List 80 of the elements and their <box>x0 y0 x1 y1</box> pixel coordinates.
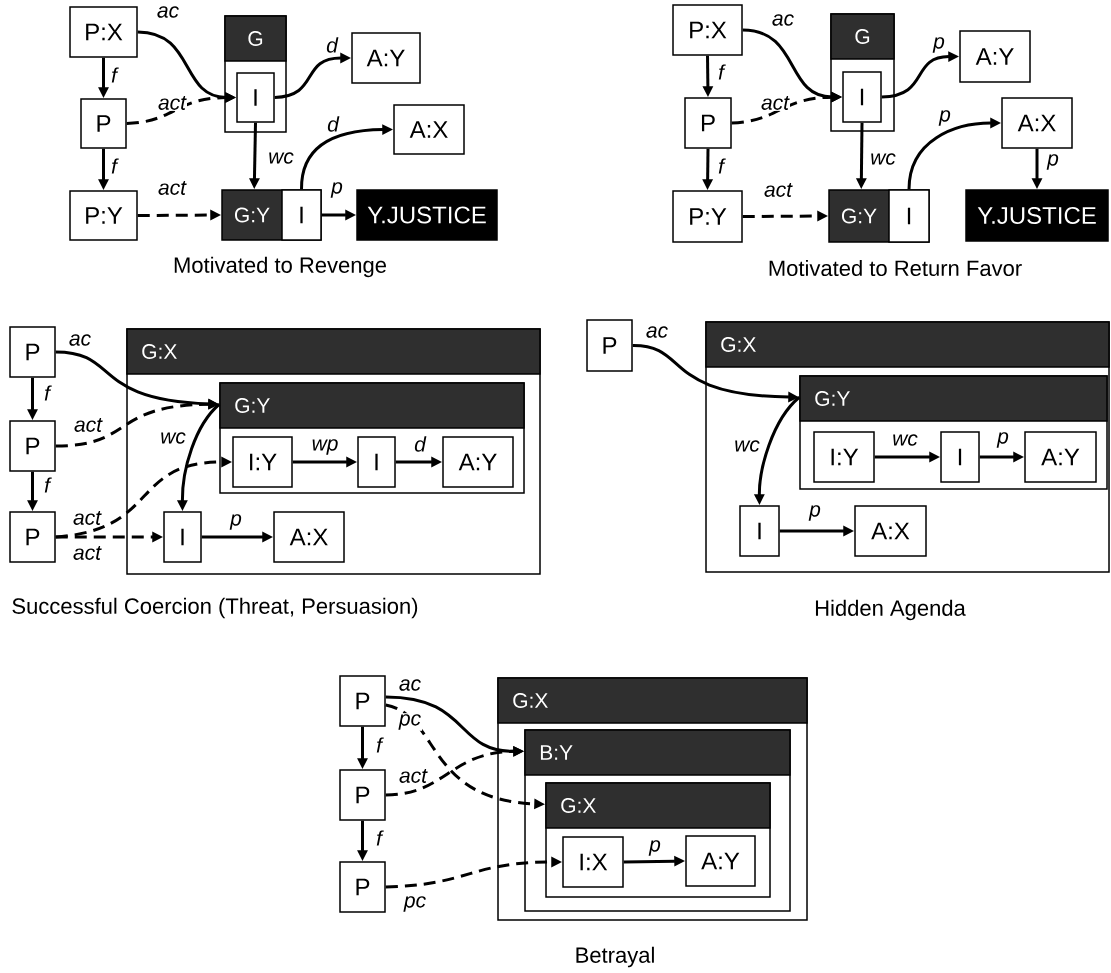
box: I <box>739 505 780 557</box>
edge-label: d <box>326 115 340 133</box>
edge-label: act <box>760 95 790 111</box>
edge-label: wc <box>733 439 761 453</box>
edge-label: f <box>717 157 726 175</box>
box: P <box>339 675 386 727</box>
edge-label: p <box>808 504 822 522</box>
edge-label: f <box>110 157 119 175</box>
box: I:X <box>562 836 624 888</box>
edge-label: p <box>648 839 662 857</box>
box: P:Y <box>672 190 743 243</box>
edge-label: wc <box>267 151 295 165</box>
box: P:X <box>672 4 743 56</box>
caption: Hidden Agenda <box>815 599 966 621</box>
edge-label: act <box>763 182 793 198</box>
box: P <box>9 326 56 378</box>
edge-label: f <box>43 384 52 402</box>
box: Y.JUSTICE <box>965 189 1109 242</box>
box: A:X <box>854 505 927 557</box>
edge-label: f <box>717 63 726 81</box>
edge-label: p <box>938 109 952 127</box>
edge-label: act <box>398 768 428 784</box>
caption: Betrayal <box>576 946 654 968</box>
caption: Successful Coercion (Threat, Persuasion) <box>12 597 418 619</box>
edge-label: d <box>325 36 339 54</box>
caption: Motivated to Return Favor <box>769 259 1022 277</box>
box: I <box>940 431 980 483</box>
box: I <box>163 511 202 563</box>
caption: Motivated to Revenge <box>174 256 386 278</box>
box: P:X <box>69 6 138 58</box>
edge-label: f <box>43 476 52 494</box>
box: A:Y <box>959 30 1031 83</box>
box: Y.JUSTICE <box>356 189 498 241</box>
edge-label: wp <box>310 438 340 456</box>
edge-label: wc <box>869 152 897 166</box>
edge-label: f <box>110 66 119 84</box>
edge-label: p <box>1046 153 1060 171</box>
edge-label: wc <box>891 433 919 447</box>
edge-label: pc <box>397 713 423 731</box>
box: A:Y <box>685 835 756 887</box>
edge-label: f <box>375 829 384 847</box>
box: P <box>9 511 56 563</box>
box: P <box>80 98 127 149</box>
box: A:Y <box>442 436 514 488</box>
box: I:Y <box>813 431 875 483</box>
edge-label: act <box>157 95 187 111</box>
box: A:X <box>393 104 465 155</box>
box: A:Y <box>351 32 421 84</box>
edge-label: pc <box>402 895 428 913</box>
edge-label: ac <box>67 333 93 347</box>
edge-label: act <box>72 545 102 561</box>
edge-label: act <box>72 510 102 526</box>
box: I <box>842 71 882 123</box>
edge-label: p <box>932 36 946 54</box>
box: I <box>236 72 275 123</box>
box: I <box>357 436 396 488</box>
box: I <box>888 189 930 243</box>
edge-label: act <box>73 417 103 433</box>
edge-label: ac <box>397 678 423 692</box>
box: P <box>339 769 386 821</box>
box: A:Y <box>1024 431 1097 483</box>
edge-label: f <box>375 736 384 754</box>
edge-label: p <box>229 513 243 531</box>
edge-label: act <box>157 180 187 196</box>
edge-label: wc <box>159 431 187 445</box>
edge-label: ac <box>770 13 796 27</box>
box: P:Y <box>69 190 138 241</box>
box: A:X <box>1001 97 1073 149</box>
box: A:X <box>273 511 345 563</box>
edge-label: d <box>413 435 427 453</box>
box: I <box>281 189 322 241</box>
box: P <box>339 861 386 913</box>
edge-label: ac <box>155 5 181 19</box>
edge-label: p <box>330 181 344 199</box>
box: P <box>586 319 633 372</box>
box: P <box>9 420 56 472</box>
box: I:Y <box>232 436 293 488</box>
edge-label: p <box>996 431 1010 449</box>
box: P <box>684 97 732 149</box>
edge-label: ac <box>644 325 670 339</box>
